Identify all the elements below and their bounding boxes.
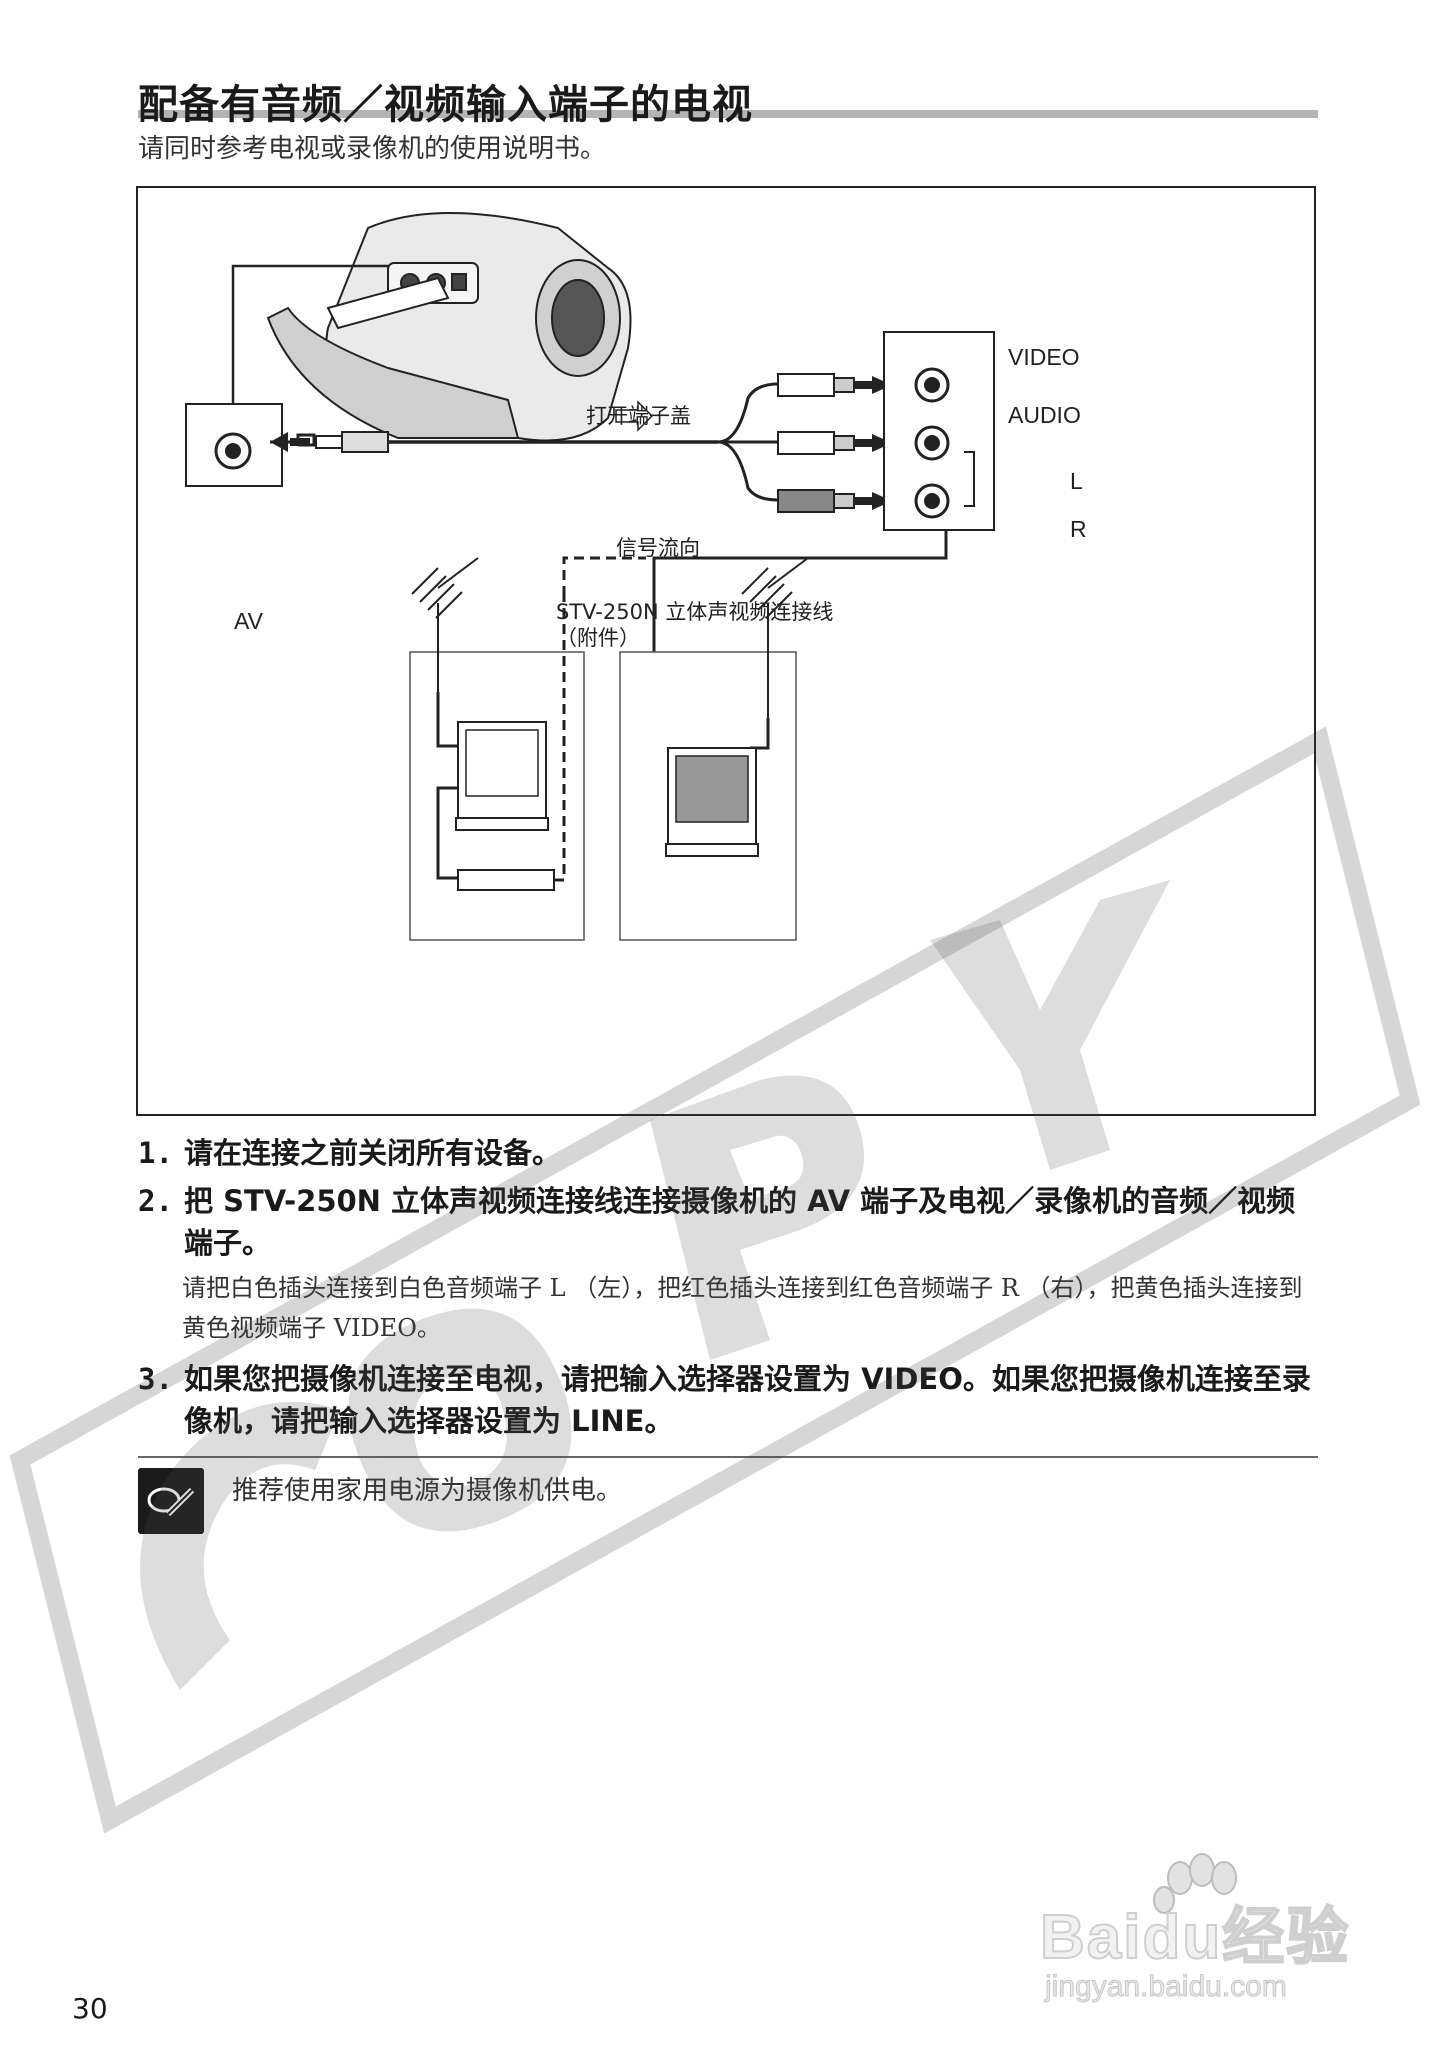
step-3-text: 如果您把摄像机连接至电视，请把输入选择器设置为 VIDEO。如果您把摄像机连接至… (184, 1362, 1311, 1438)
step-1: 1. 请在连接之前关闭所有设备。 (138, 1132, 1318, 1174)
step-2: 2. 把 STV-250N 立体声视频连接线连接摄像机的 AV 端子及电视／录像… (138, 1180, 1318, 1264)
note-text: 推荐使用家用电源为摄像机供电。 (232, 1476, 623, 1506)
audio-r-label: R (1070, 516, 1087, 542)
step-3: 3. 如果您把摄像机连接至电视，请把输入选择器设置为 VIDEO。如果您把摄像机… (138, 1358, 1318, 1442)
page-title: 配备有音频／视频输入端子的电视 (138, 82, 753, 128)
pencil-note-icon (138, 1468, 204, 1534)
rca-plug-audio-l (777, 431, 869, 455)
step-2-note: 请把白色插头连接到白色音频端子 L （左），把红色插头连接到红色音频端子 R （… (182, 1274, 1303, 1342)
step-3-number: 3. (138, 1362, 173, 1396)
rca-plug-audio-r (777, 489, 869, 513)
baidu-url-text: jingyan.baidu.com (1045, 1970, 1288, 2004)
baidu-paw-logo-icon (1153, 1853, 1237, 1914)
signal-flow-label: 信号流向 (616, 536, 700, 560)
camcorder-illustration (266, 212, 632, 442)
diagram-drawing (185, 212, 995, 941)
step-2-number: 2. (138, 1184, 173, 1218)
open-cover-label: 打开端子盖 (586, 404, 691, 428)
page-number: 30 (72, 1992, 108, 2025)
audio-label: AUDIO (1008, 402, 1081, 428)
rca-plug-video (777, 373, 869, 397)
note-divider (138, 1456, 1318, 1458)
audio-l-label: L (1070, 468, 1083, 494)
instruction-steps: 1. 请在连接之前关闭所有设备。 2. 把 STV-250N 立体声视频连接线连… (138, 1132, 1318, 1448)
step-1-text: 请在连接之前关闭所有设备。 (184, 1136, 562, 1170)
baidu-brand-text: Baidu经验 (1039, 1902, 1351, 1973)
connection-diagram: 打开端子盖 AV 信号流向 STV-250N 立体声视频连接线 （附件） VID… (136, 186, 1316, 1116)
step-1-number: 1. (138, 1136, 173, 1170)
video-label: VIDEO (1008, 344, 1080, 370)
subtitle: 请同时参考电视或录像机的使用说明书。 (138, 134, 607, 164)
step-2-text: 把 STV-250N 立体声视频连接线连接摄像机的 AV 端子及电视／录像机的音… (184, 1184, 1296, 1260)
right-antenna-icon (741, 557, 809, 718)
section-title: 配备有音频／视频输入端子的电视 (138, 72, 1318, 128)
left-antenna-icon (411, 557, 479, 692)
cable-label: STV-250N 立体声视频连接线 (556, 600, 834, 624)
av-label: AV (234, 608, 263, 634)
supplied-label: （附件） (556, 626, 640, 650)
